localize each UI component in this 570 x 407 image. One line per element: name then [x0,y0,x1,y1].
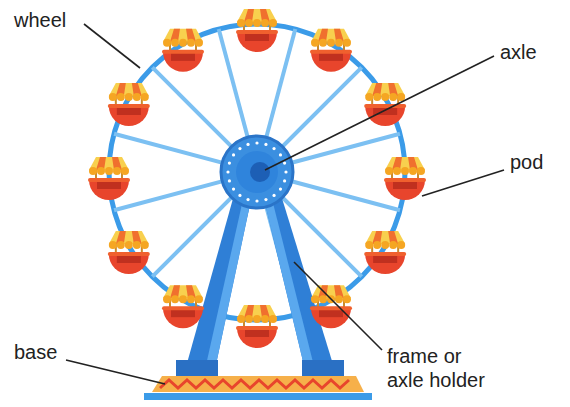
hub-light [246,198,249,201]
part-label: base [12,340,59,364]
pod [162,29,204,72]
wheel-spokes [114,29,400,315]
hub-light [264,198,267,201]
hub-light [238,194,241,197]
pods [88,9,426,348]
hub-light [255,141,258,144]
part-label: pod [508,150,545,174]
hub-light [284,170,287,173]
hub-light [226,170,229,173]
hub-light [283,161,286,164]
pod [236,9,278,52]
pod [108,83,150,126]
pod [108,231,150,274]
part-label: axle [498,40,539,64]
hub-light [272,194,275,197]
hub-light [279,153,282,156]
part-label: wheel [12,8,68,32]
pod [310,285,352,328]
hub-light [264,143,267,146]
hub-light [238,147,241,150]
axle-hub [221,136,293,208]
hub-light [283,179,286,182]
pod [310,29,352,72]
leader-lines [66,24,504,384]
pod [364,231,406,274]
hub-light [272,147,275,150]
pod [162,285,204,328]
hub-light [255,199,258,202]
hub-light [232,187,235,190]
hub-light [279,187,282,190]
hub-light [232,153,235,156]
base-platform [144,376,372,400]
pod [384,157,426,200]
wheel-rim [109,24,405,320]
wheel-rim [109,24,405,320]
hub-light [228,179,231,182]
part-label: frame or axle holder [385,344,497,392]
pod [88,157,130,200]
hub-light [246,143,249,146]
pod [236,305,278,348]
hub-light [228,161,231,164]
pod [364,83,406,126]
